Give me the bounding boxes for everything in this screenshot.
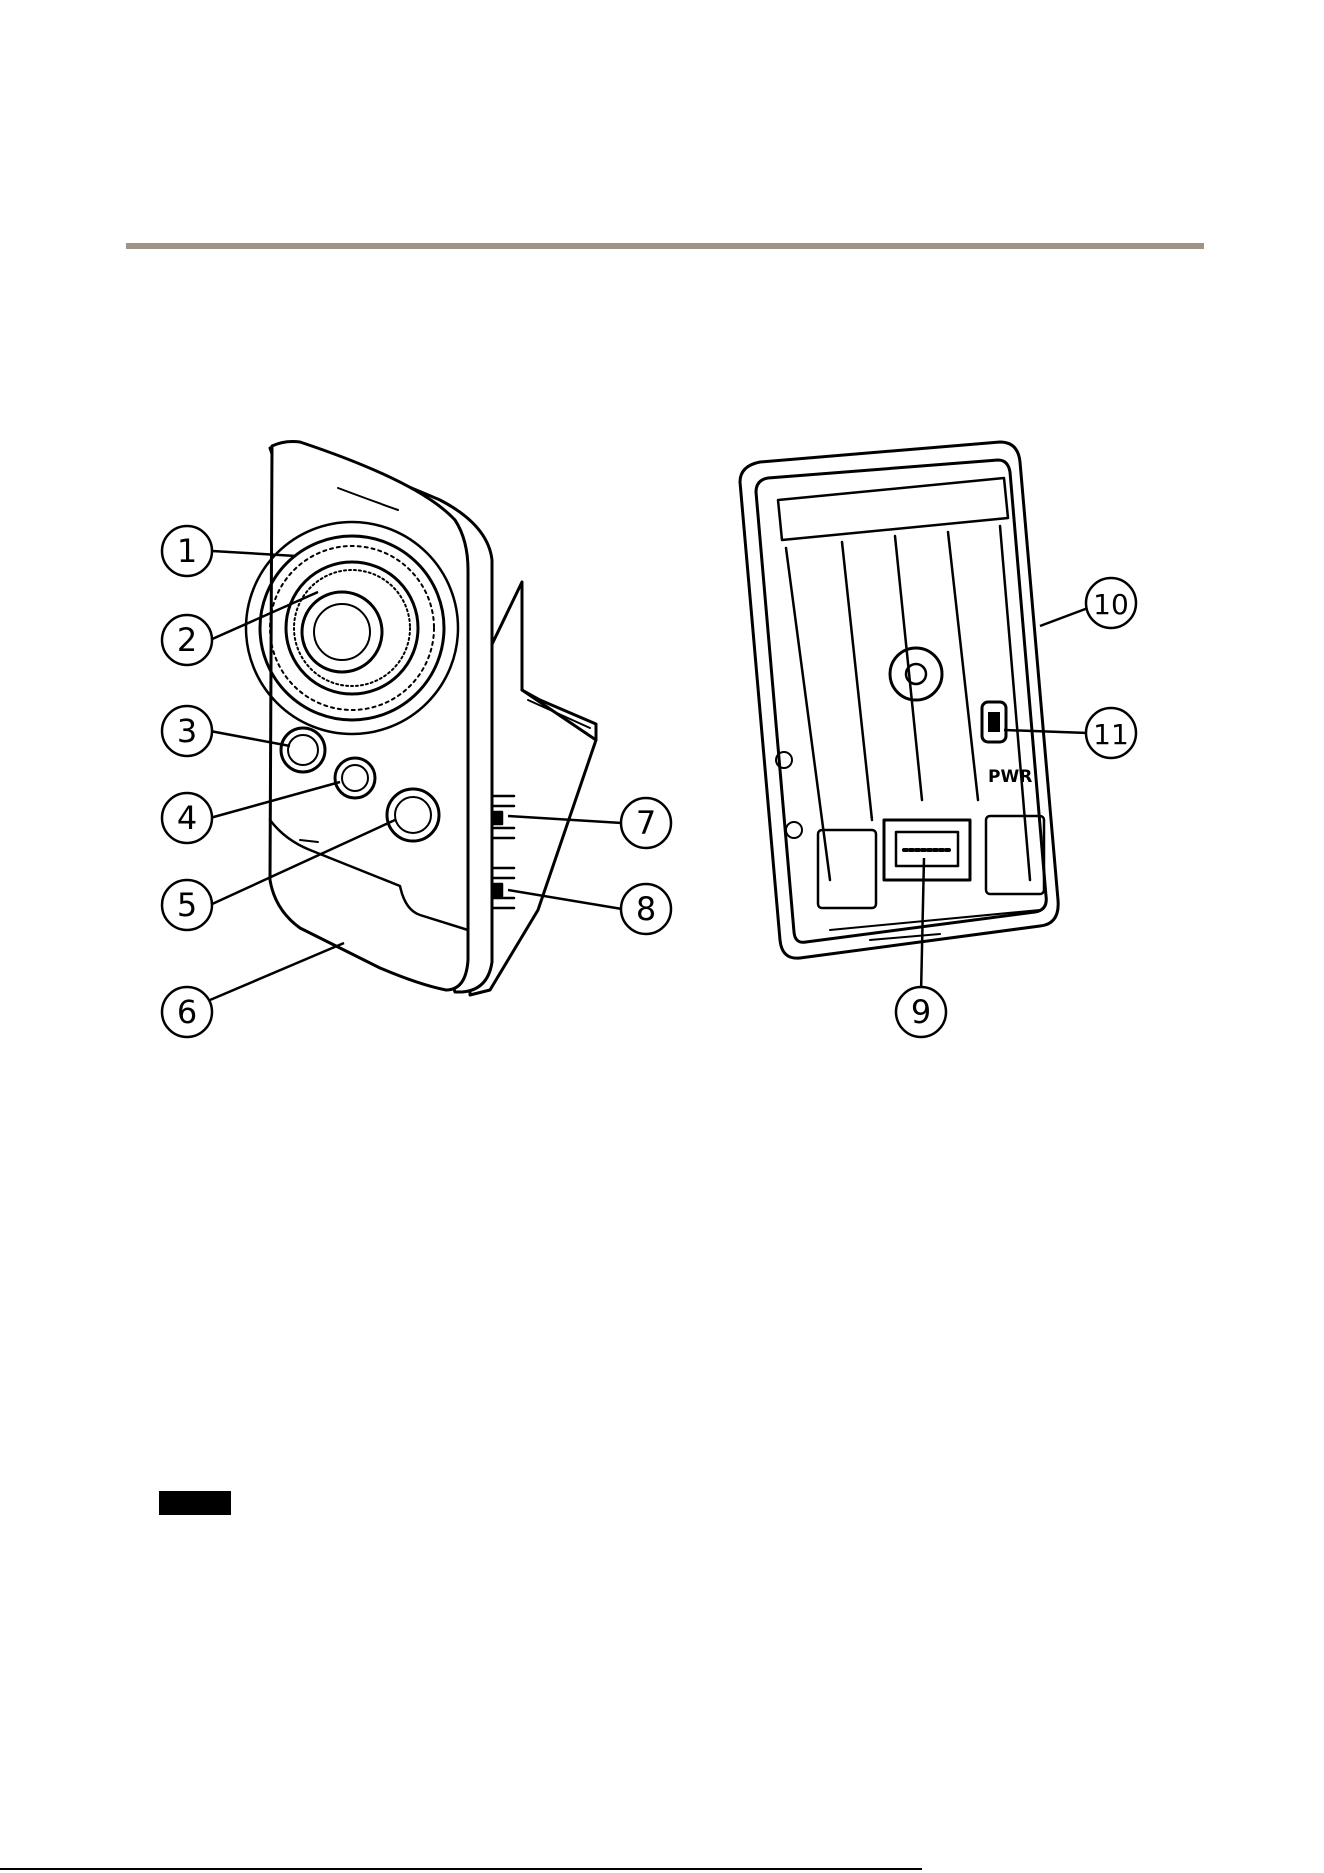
callout-3: 3 [162, 706, 212, 756]
callout-2: 2 [162, 615, 212, 665]
callout-3-number: 3 [177, 712, 197, 750]
callout-11: 11 [1086, 708, 1136, 758]
callout-11-number: 11 [1093, 718, 1129, 751]
callout-1: 1 [162, 526, 212, 576]
callout-10-number: 10 [1093, 588, 1129, 621]
callout-2-number: 2 [177, 621, 197, 659]
camera-back-view [740, 442, 1058, 958]
callout-9: 9 [896, 987, 946, 1037]
callout-8: 8 [621, 884, 671, 934]
note-label-box [159, 1491, 231, 1515]
callout-7-number: 7 [636, 804, 656, 842]
callout-4-number: 4 [177, 799, 197, 837]
callout-8-number: 8 [636, 890, 656, 928]
camera-front-view [246, 442, 596, 996]
callout-1-number: 1 [177, 532, 197, 570]
callout-6: 6 [162, 987, 212, 1037]
footer-rule [0, 1868, 922, 1870]
callout-4: 4 [162, 793, 212, 843]
callout-6-number: 6 [177, 993, 197, 1031]
callout-9-number: 9 [911, 993, 931, 1031]
callout-5-number: 5 [177, 886, 197, 924]
pwr-label: PWR [988, 767, 1032, 787]
callout-10: 10 [1086, 578, 1136, 628]
callout-5: 5 [162, 880, 212, 930]
callout-7: 7 [621, 798, 671, 848]
